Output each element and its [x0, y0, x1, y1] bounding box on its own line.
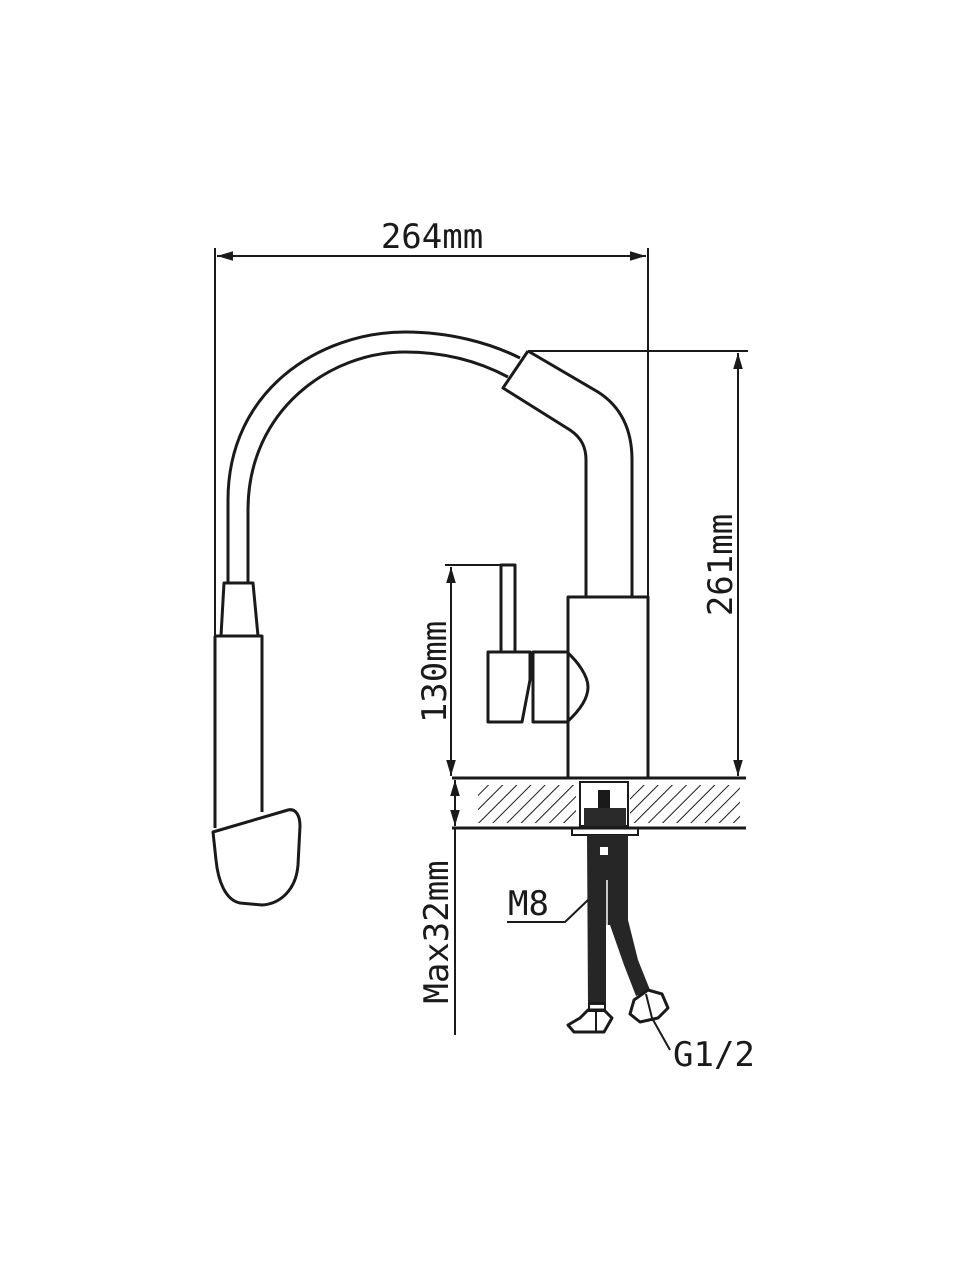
width-dimension: 264mm: [214, 217, 649, 640]
lever-handle: [486, 563, 590, 724]
width-label: 264mm: [381, 217, 483, 257]
spout: [226, 330, 634, 597]
faucet-body: [566, 595, 650, 780]
height-label: 261mm: [701, 514, 741, 616]
deck-thickness-dimension: Max32mm: [417, 780, 460, 1035]
pull-out-spray-head: [211, 581, 302, 907]
countertop-section: [452, 776, 746, 830]
height-dimension: 261mm: [528, 350, 748, 776]
g12-label: G1/2: [673, 1035, 755, 1075]
m8-label: M8: [508, 884, 549, 924]
g12-callout: G1/2: [651, 1017, 755, 1075]
handle-height-dimension: 130mm: [415, 564, 501, 776]
handle-height-label: 130mm: [415, 621, 455, 723]
supply-hoses: [566, 827, 670, 1034]
m8-callout: M8: [507, 884, 589, 924]
deck-thickness-label: Max32mm: [417, 860, 457, 1003]
